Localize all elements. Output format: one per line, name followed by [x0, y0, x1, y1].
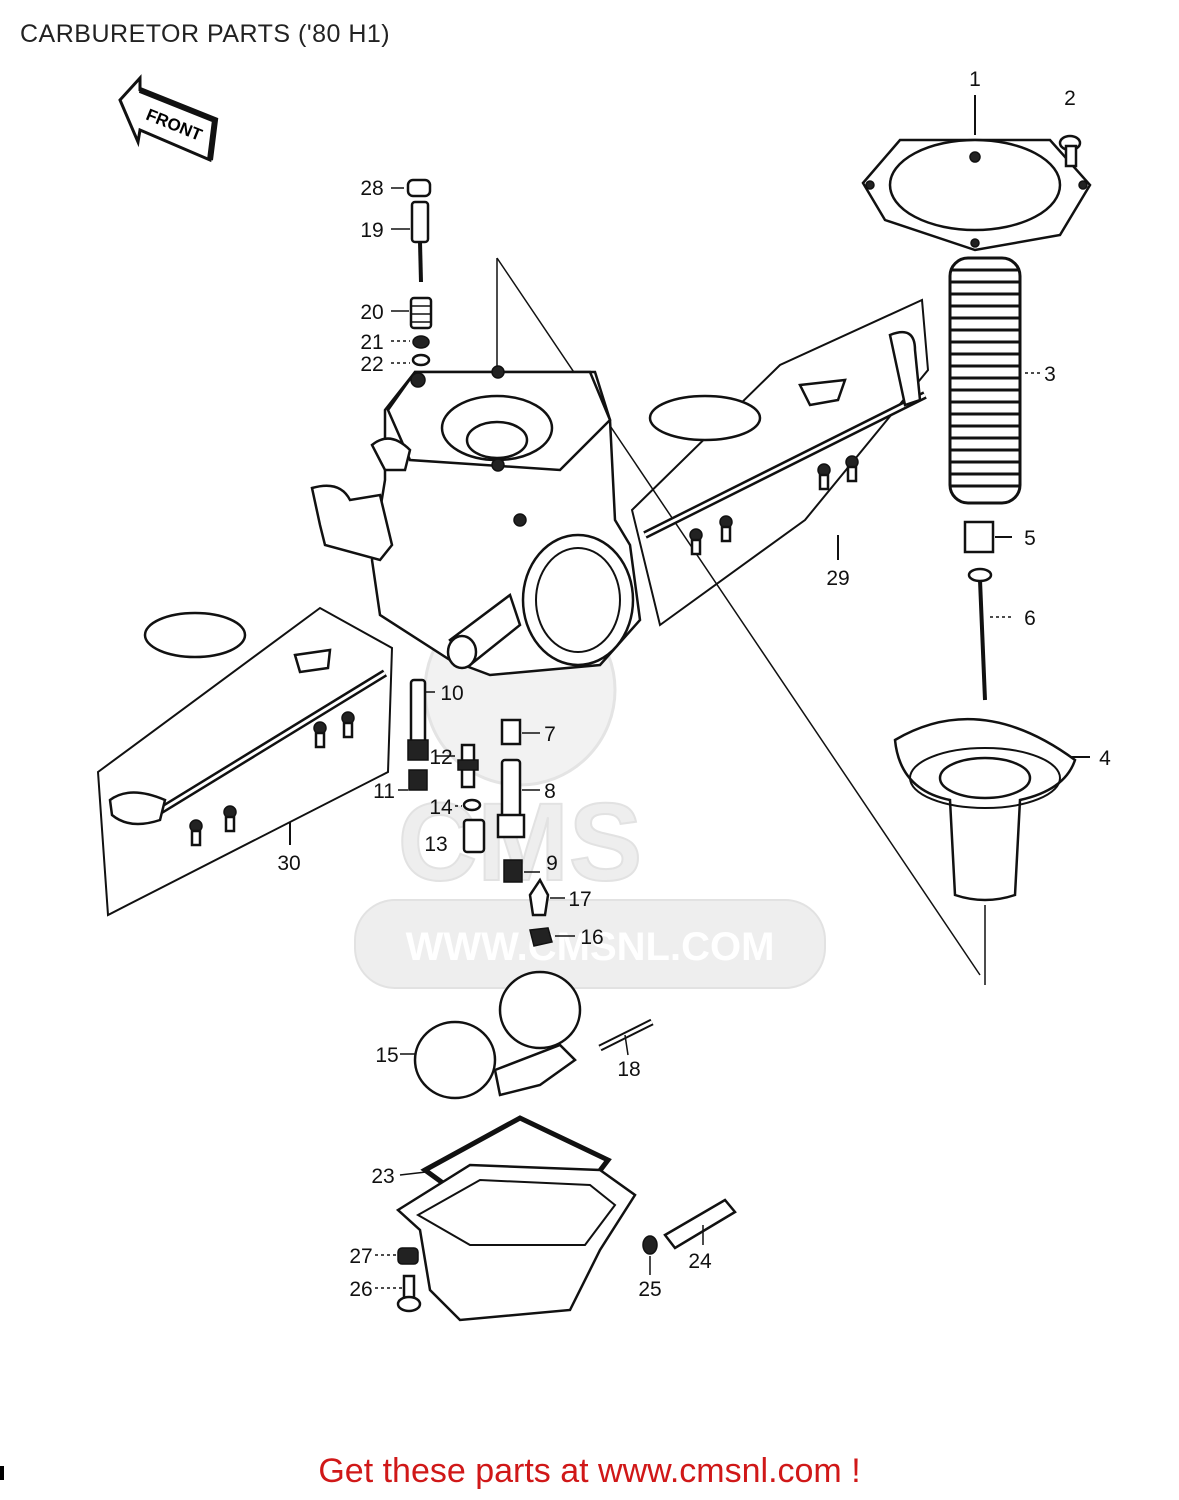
callout-14: 14: [429, 796, 453, 819]
callout-1: 1: [969, 68, 981, 91]
callout-16: 16: [580, 926, 603, 949]
callout-12: 12: [429, 746, 452, 769]
part-26-screw: [396, 1274, 422, 1313]
callout-11: 11: [373, 780, 395, 803]
callout-30: 30: [277, 852, 300, 875]
part-21-washer: [412, 335, 430, 349]
part-30-shaft-assembly: [96, 606, 394, 917]
front-arrow: FRONT: [118, 74, 219, 163]
part-7-jet: [500, 718, 522, 746]
callout-10: 10: [440, 682, 463, 705]
callout-27: 27: [349, 1245, 372, 1268]
part-8-needle-jet: [496, 758, 526, 839]
part-10-jet: [407, 678, 429, 761]
callout-5: 5: [1024, 527, 1036, 550]
part-17-float-valve: [528, 877, 550, 917]
callout-22: 22: [360, 353, 383, 376]
part-25-o-ring: [642, 1235, 658, 1255]
part-15-float: [413, 970, 582, 1100]
part-1-top-cover: [861, 95, 1092, 252]
callout-3: 3: [1044, 363, 1056, 386]
callout-26: 26: [349, 1278, 372, 1301]
page-title: CARBURETOR PARTS ('80 H1): [20, 20, 391, 48]
callout-21: 21: [360, 331, 383, 354]
callout-13: 13: [424, 833, 447, 856]
callout-6: 6: [1024, 607, 1036, 630]
callouts: 1 2 3 4 5 6 7 8 9 10 11 12 13 14 15 16 1…: [277, 68, 1111, 1301]
part-12-jet: [457, 743, 479, 789]
carburetor-body: [310, 365, 642, 677]
part-6-needle: [967, 567, 1012, 701]
part-28-cap: [406, 178, 432, 198]
part-14-o-ring: [462, 798, 482, 812]
part-11-jet: [408, 769, 428, 791]
callout-4: 4: [1099, 747, 1111, 770]
callout-7: 7: [544, 723, 556, 746]
part-22-o-ring: [411, 353, 431, 367]
part-9-valve-seat: [503, 859, 523, 883]
callout-19: 19: [360, 219, 383, 242]
part-2-screw: [1058, 134, 1082, 168]
callout-20: 20: [360, 301, 383, 324]
callout-28: 28: [360, 177, 383, 200]
part-24-drain-screw: [663, 1198, 737, 1250]
part-20-spring: [409, 296, 433, 330]
part-3-spring: [948, 256, 1040, 505]
watermark-site: WWW.CMSNL.COM: [406, 925, 775, 969]
callout-8: 8: [544, 780, 556, 803]
footer-link[interactable]: Get these parts at www.cmsnl.com !: [318, 1452, 861, 1490]
leader-lines: [375, 187, 704, 1289]
callout-25: 25: [638, 1278, 661, 1301]
part-27-cap: [397, 1247, 419, 1265]
part-16-clip: [529, 927, 553, 947]
part-18-pin: [598, 1018, 654, 1052]
callout-17: 17: [568, 888, 591, 911]
callout-24: 24: [688, 1250, 712, 1273]
part-5-holder: [963, 520, 1012, 554]
float-bowl: [395, 1163, 637, 1322]
callout-18: 18: [617, 1058, 640, 1081]
callout-9: 9: [546, 852, 558, 875]
part-13-holder: [462, 818, 486, 854]
part-19-screw: [410, 200, 430, 283]
part-29-shaft-assembly: [630, 298, 930, 627]
part-4-piston: [893, 717, 1090, 902]
callout-23: 23: [371, 1165, 394, 1188]
corner-mark: [0, 1466, 4, 1480]
callout-29: 29: [826, 567, 849, 590]
callout-2: 2: [1064, 87, 1076, 110]
callout-15: 15: [375, 1044, 398, 1067]
